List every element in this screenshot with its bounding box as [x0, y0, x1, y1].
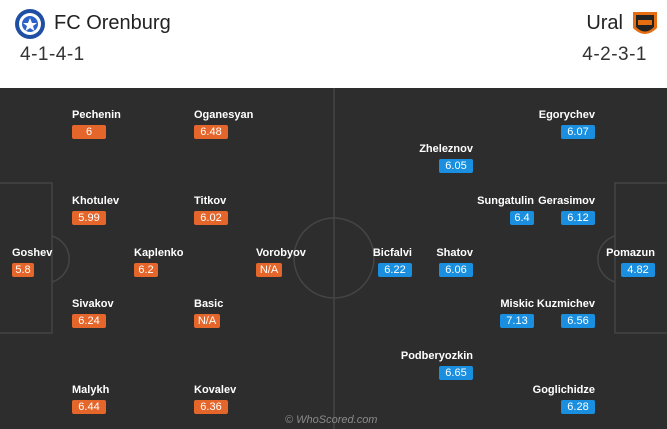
- away-player[interactable]: Goglichidze 6.28: [533, 384, 595, 415]
- player-rating: 4.82: [621, 263, 655, 277]
- player-name: Basic: [194, 298, 224, 310]
- player-rating: 6: [72, 125, 106, 139]
- player-rating: 6.07: [561, 125, 595, 139]
- player-name: Goglichidze: [532, 384, 595, 396]
- pitch: Pechenin 6 Oganesyan 6.48 Khotulev 5.99 …: [0, 88, 667, 429]
- player-rating: 6.22: [378, 263, 412, 277]
- player-rating: N/A: [256, 263, 282, 277]
- player-rating: 6.02: [194, 211, 228, 225]
- player-rating: 6.36: [194, 400, 228, 414]
- home-player[interactable]: Kovalev 6.36: [194, 384, 236, 415]
- away-player[interactable]: Kuzmichev 6.56: [537, 298, 595, 329]
- whoscored-watermark: © WhoScored.com: [285, 414, 378, 426]
- player-rating: 6.48: [194, 125, 228, 139]
- away-team-name[interactable]: Ural: [586, 12, 623, 34]
- home-player[interactable]: Pechenin 6: [72, 109, 121, 140]
- player-rating: 6.12: [561, 211, 595, 225]
- player-rating: 6.4: [510, 211, 534, 225]
- home-player[interactable]: Sivakov 6.24: [72, 298, 114, 329]
- player-name: Podberyozkin: [400, 350, 473, 362]
- player-rating: 6.56: [561, 314, 595, 328]
- away-player[interactable]: Podberyozkin 6.65: [401, 350, 473, 381]
- match-header: FC Orenburg 4-1-4-1 Ural 4-2-3-1: [0, 0, 667, 86]
- player-rating: 6.28: [561, 400, 595, 414]
- player-name: Bicfalvi: [372, 247, 412, 259]
- player-name: Titkov: [194, 195, 227, 207]
- away-player[interactable]: Zheleznov 6.05: [419, 143, 473, 174]
- pitch-lines: [0, 88, 667, 429]
- player-rating: 6.05: [439, 159, 473, 173]
- player-rating: 5.99: [72, 211, 106, 225]
- away-player[interactable]: Egorychev 6.07: [539, 109, 595, 140]
- player-name: Sivakov: [72, 298, 114, 310]
- player-name: Oganesyan: [194, 109, 254, 121]
- player-rating: 6.2: [134, 263, 158, 277]
- home-player[interactable]: Khotulev 5.99: [72, 195, 119, 226]
- player-rating: N/A: [194, 314, 220, 328]
- home-formation: 4-1-4-1: [20, 44, 85, 65]
- player-rating: 6.24: [72, 314, 106, 328]
- player-name: Malykh: [72, 384, 110, 396]
- player-rating: 5.8: [12, 263, 34, 277]
- player-name: Miskic: [500, 298, 534, 310]
- player-name: Khotulev: [72, 195, 120, 207]
- home-player[interactable]: Titkov 6.02: [194, 195, 228, 226]
- player-name: Shatov: [436, 247, 473, 259]
- away-player[interactable]: Bicfalvi 6.22: [373, 247, 412, 278]
- away-formation: 4-2-3-1: [582, 44, 647, 65]
- player-name: Vorobyov: [256, 247, 306, 259]
- ural-crest-icon: [633, 12, 657, 34]
- away-player[interactable]: Pomazun 4.82: [606, 247, 655, 278]
- player-name: Kaplenko: [134, 247, 184, 259]
- away-player[interactable]: Miskic 7.13: [500, 298, 534, 329]
- away-player[interactable]: Shatov 6.06: [436, 247, 473, 278]
- away-player[interactable]: Sungatulin 6.4: [477, 195, 534, 226]
- home-team-name[interactable]: FC Orenburg: [54, 12, 171, 34]
- home-player[interactable]: Kaplenko 6.2: [134, 247, 184, 278]
- orenburg-crest-icon: [15, 9, 45, 39]
- player-rating: 6.06: [439, 263, 473, 277]
- player-name: Sungatulin: [477, 195, 534, 207]
- home-player[interactable]: Malykh 6.44: [72, 384, 109, 415]
- player-rating: 6.65: [439, 366, 473, 380]
- player-name: Pechenin: [72, 109, 121, 121]
- home-player[interactable]: Vorobyov N/A: [256, 247, 306, 278]
- player-name: Egorychev: [538, 109, 595, 121]
- home-player[interactable]: Oganesyan 6.48: [194, 109, 253, 140]
- home-player[interactable]: Basic N/A: [194, 298, 223, 329]
- player-name: Kovalev: [194, 384, 237, 396]
- player-name: Pomazun: [606, 247, 655, 259]
- away-player[interactable]: Gerasimov 6.12: [538, 195, 595, 226]
- player-name: Kuzmichev: [536, 298, 595, 310]
- home-player[interactable]: Goshev 5.8: [12, 247, 52, 278]
- player-name: Zheleznov: [419, 143, 473, 155]
- player-name: Gerasimov: [538, 195, 595, 207]
- player-rating: 6.44: [72, 400, 106, 414]
- player-name: Goshev: [12, 247, 53, 259]
- player-rating: 7.13: [500, 314, 534, 328]
